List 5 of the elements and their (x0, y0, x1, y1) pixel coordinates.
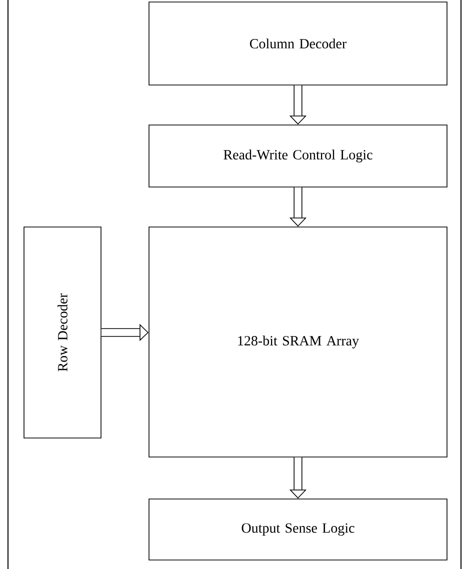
block-box: Read-Write Control Logic (148, 124, 448, 188)
block-box: Row Decoder (24, 226, 102, 438)
block-box: 128-bit SRAM Array (148, 226, 448, 458)
block-box: Output Sense Logic (148, 498, 448, 560)
block-box: Column Decoder (148, 2, 448, 86)
